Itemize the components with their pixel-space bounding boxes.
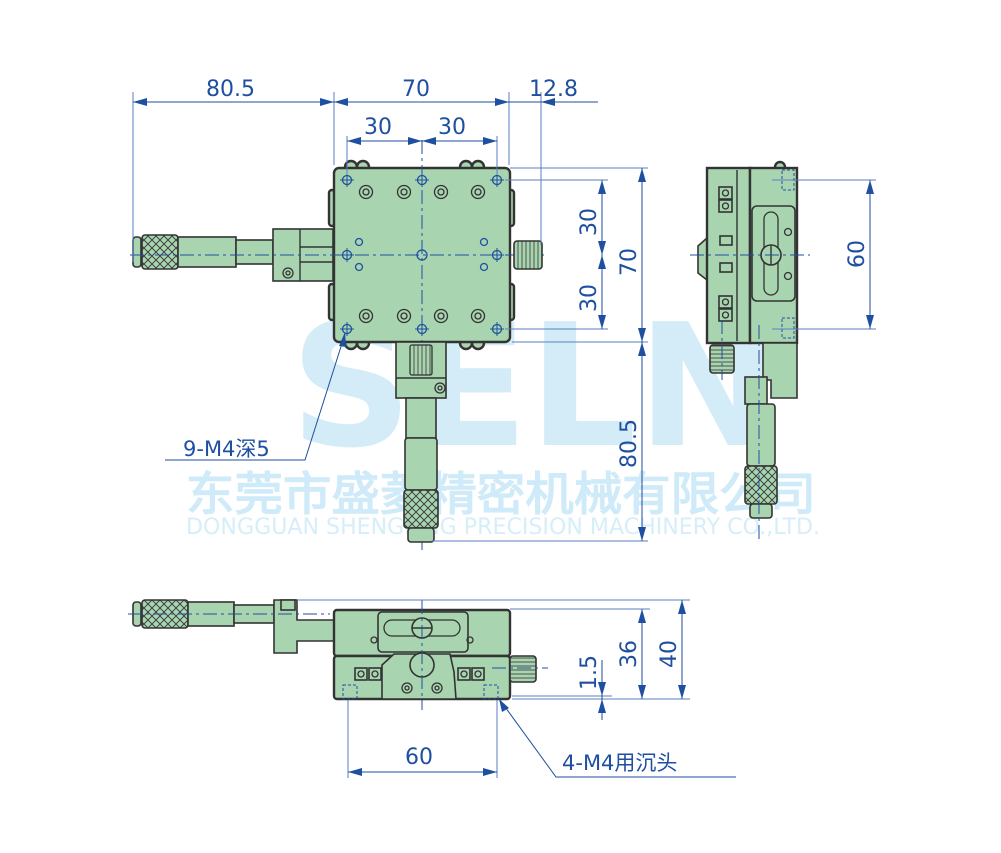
small-holes bbox=[354, 237, 489, 272]
callout-countersunk-holes: 4-M4用沉头 bbox=[562, 751, 677, 775]
front-view-dimensions: 40 36 1.5 60 4-M4用沉头 bbox=[297, 599, 736, 778]
dim-hole-pitch-lower: 30 bbox=[577, 284, 602, 312]
front-screws bbox=[354, 667, 485, 681]
dim-body-height: 36 bbox=[617, 640, 642, 668]
dim-knob-protrusion: 12.8 bbox=[529, 77, 578, 102]
dim-stage-width: 70 bbox=[402, 77, 430, 102]
y-micrometer bbox=[395, 341, 447, 543]
side-screws bbox=[718, 186, 733, 322]
watermark-company-en: DONGGUAN SHENGLING PRECISION MACHINERY C… bbox=[186, 515, 820, 540]
top-view bbox=[130, 140, 545, 550]
side-view bbox=[690, 160, 810, 540]
lock-knob-right bbox=[513, 240, 543, 270]
dim-hole-pitch-upper: 30 bbox=[577, 208, 602, 236]
dim-hole-pitch-right: 30 bbox=[438, 115, 466, 140]
side-view-dimensions: 60 bbox=[772, 179, 876, 330]
dim-total-height: 40 bbox=[657, 640, 682, 668]
top-view-dimensions: 80.5 70 12.8 30 30 30 30 70 80.5 bbox=[132, 77, 648, 542]
stage-top bbox=[130, 140, 545, 550]
dim-side-mount-pitch: 60 bbox=[845, 240, 870, 268]
watermark: SELN 东莞市盛菱精密机械有限公司 DONGGUAN SHENGLING PR… bbox=[186, 288, 820, 540]
front-view bbox=[128, 599, 548, 710]
dim-base-offset: 1.5 bbox=[577, 655, 602, 690]
counterbore-holes bbox=[358, 184, 486, 324]
dim-micrometer-y: 80.5 bbox=[617, 419, 642, 468]
dim-hole-pitch-left: 30 bbox=[364, 115, 392, 140]
watermark-company-cn: 东莞市盛菱精密机械有限公司 bbox=[186, 467, 816, 521]
dim-front-mount-pitch: 60 bbox=[405, 745, 433, 770]
callout-tapped-holes: 9-M4深5 bbox=[183, 437, 270, 461]
dim-stage-height: 70 bbox=[617, 248, 642, 276]
dim-micrometer-x: 80.5 bbox=[206, 77, 255, 102]
